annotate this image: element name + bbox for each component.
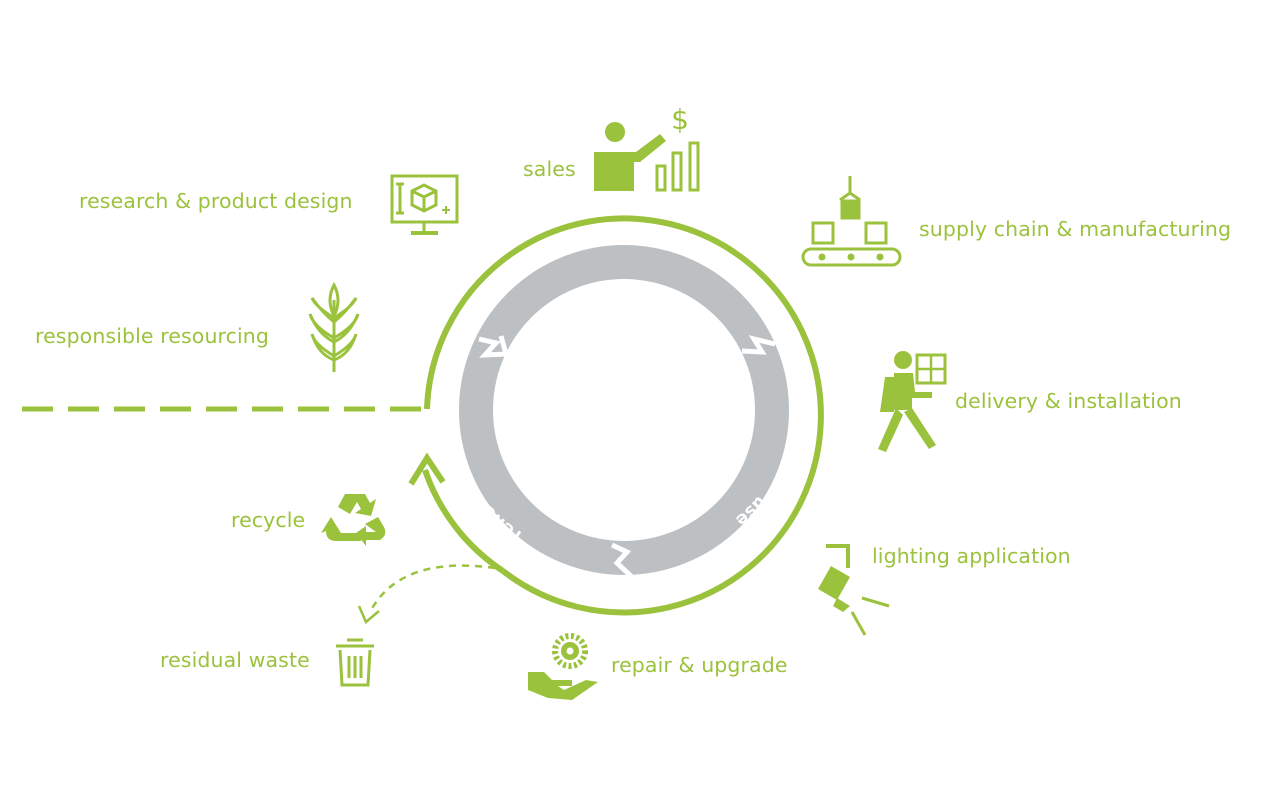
inner-grey-ring	[459, 245, 789, 580]
trash-bin-icon	[336, 638, 374, 687]
waste-arrowhead	[357, 605, 380, 625]
label-repair-upgrade: repair & upgrade	[611, 653, 788, 677]
label-responsible-resourcing: responsible resourcing	[35, 324, 269, 348]
label-recycle: recycle	[231, 508, 306, 532]
label-sales: sales	[523, 157, 576, 181]
outer-cycle-arrowhead	[408, 452, 446, 486]
waste-dashed-arrow	[368, 564, 496, 613]
inner-label-produce: produce	[582, 223, 666, 248]
conveyor-belt-icon	[801, 176, 902, 267]
svg-text:$: $	[671, 103, 689, 136]
outer-cycle-ring	[424, 215, 824, 616]
recycle-icon	[321, 494, 386, 546]
label-delivery-installation: delivery & installation	[955, 389, 1182, 413]
hand-gear-icon	[528, 633, 598, 700]
label-residual-waste: residual waste	[160, 648, 310, 672]
leaf-icon	[308, 281, 360, 372]
monitor-cube-icon	[390, 174, 459, 235]
label-lighting-application: lighting application	[872, 544, 1071, 568]
presenter-chart-icon: $	[594, 103, 700, 192]
label-research-product-design: research & product design	[79, 189, 353, 213]
label-supply-chain-manufacturing: supply chain & manufacturing	[919, 217, 1232, 241]
outer-cycle-tail	[422, 469, 505, 574]
delivery-person-icon	[878, 351, 947, 452]
spotlight-icon	[818, 544, 890, 636]
